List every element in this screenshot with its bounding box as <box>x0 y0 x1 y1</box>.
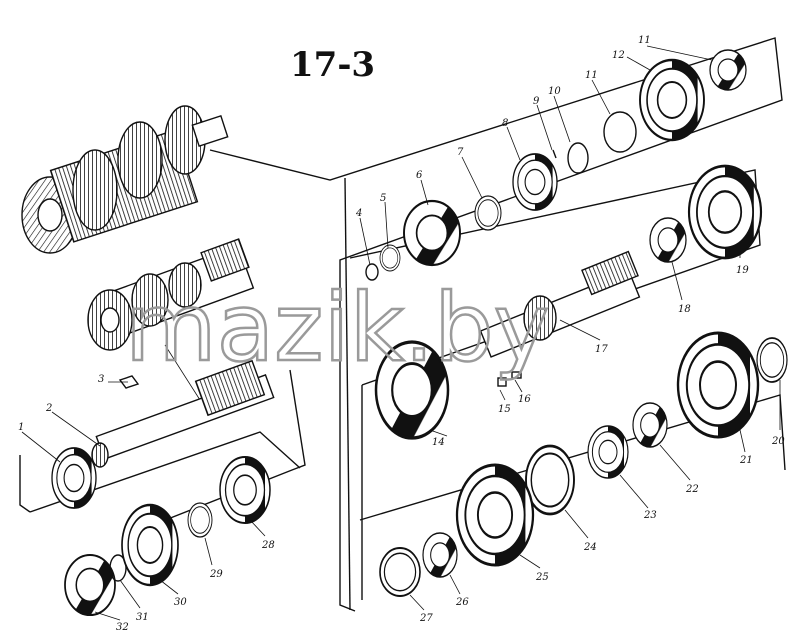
callout-7: 7 <box>457 147 464 158</box>
callout-31: 31 <box>136 612 149 623</box>
part-12-gear <box>638 58 706 142</box>
part-6-synchronizer <box>402 199 462 267</box>
callout-23: 23 <box>643 510 657 521</box>
part-25-gear <box>455 463 535 567</box>
part-9-pin <box>552 149 557 159</box>
callout-11-bushing: 11 <box>585 70 598 81</box>
assembled-gearbox <box>21 105 229 254</box>
part-15-ball <box>497 377 507 387</box>
callout-5: 5 <box>380 193 386 204</box>
callout-12: 12 <box>612 50 625 61</box>
callout-11-top: 11 <box>638 35 651 46</box>
part-28-gear <box>219 456 271 524</box>
part-8-gear <box>512 153 558 211</box>
watermark: mazik.by <box>125 274 549 383</box>
callout-8: 8 <box>502 118 508 129</box>
part-21-gear <box>676 331 760 439</box>
part-32-bearing <box>63 553 117 617</box>
callout-2: 2 <box>45 403 52 414</box>
callout-30: 30 <box>174 597 187 608</box>
figure-title: 17-3 <box>290 45 375 85</box>
countershaft-spline <box>200 238 250 282</box>
callout-labels: 1 2 3 4 5 6 7 8 9 10 11 11 12 14 15 16 1… <box>18 35 785 633</box>
callout-14: 14 <box>432 437 445 448</box>
callout-6: 6 <box>416 170 423 181</box>
callout-26: 26 <box>455 597 469 608</box>
callout-1: 1 <box>18 422 24 433</box>
leader-lines <box>21 45 781 621</box>
callout-25: 25 <box>535 572 549 583</box>
callout-17: 17 <box>595 344 608 355</box>
part-11-needle-bearing <box>709 49 747 91</box>
callout-20: 20 <box>771 436 785 447</box>
callout-24: 24 <box>583 542 597 553</box>
callout-19: 19 <box>736 265 749 276</box>
callout-27: 27 <box>419 613 433 624</box>
part-1-gear <box>51 447 97 509</box>
part-5-ring <box>379 244 401 272</box>
part-7-washer <box>474 195 502 231</box>
callout-32: 32 <box>116 622 129 633</box>
part-31-snap-ring <box>109 554 127 582</box>
callout-18: 18 <box>678 304 691 315</box>
upper-frame-line <box>209 37 783 612</box>
part-26-needle-bearing <box>422 532 458 578</box>
left-group-frame-side <box>19 455 31 513</box>
part-11-bushing <box>603 111 637 153</box>
part-3-key <box>118 375 140 389</box>
callout-16: 16 <box>518 394 531 405</box>
callout-28: 28 <box>261 540 275 551</box>
main-shaft-2 <box>91 359 275 468</box>
part-4-snap-ring <box>365 263 379 281</box>
part-20-washer <box>756 337 788 383</box>
part-10-ring <box>567 142 589 174</box>
callout-4: 4 <box>355 208 362 219</box>
countershaft-gear-b <box>131 273 169 327</box>
callout-15: 15 <box>498 404 511 415</box>
part-30-gear <box>120 503 180 587</box>
part-23-hub <box>587 425 629 479</box>
countershaft-assembly <box>87 238 255 351</box>
part-29-ring <box>187 502 213 538</box>
part-17-shaft <box>479 250 641 358</box>
callout-22: 22 <box>685 484 699 495</box>
left-frame-line <box>344 177 351 611</box>
callout-9: 9 <box>533 96 540 107</box>
part-16-spring <box>511 371 522 379</box>
callout-3: 3 <box>98 374 104 385</box>
connector-line <box>164 344 201 401</box>
callout-29: 29 <box>209 569 223 580</box>
part-22-needle-bearing <box>632 402 668 448</box>
part-27-bushing <box>379 547 421 597</box>
part-18-needle-bearing <box>649 217 687 263</box>
callout-21: 21 <box>739 455 753 466</box>
bottom-group-frame <box>29 431 301 513</box>
gearbox-output-spline <box>191 115 229 147</box>
part-19-gear <box>687 164 763 260</box>
callout-10: 10 <box>548 86 561 97</box>
